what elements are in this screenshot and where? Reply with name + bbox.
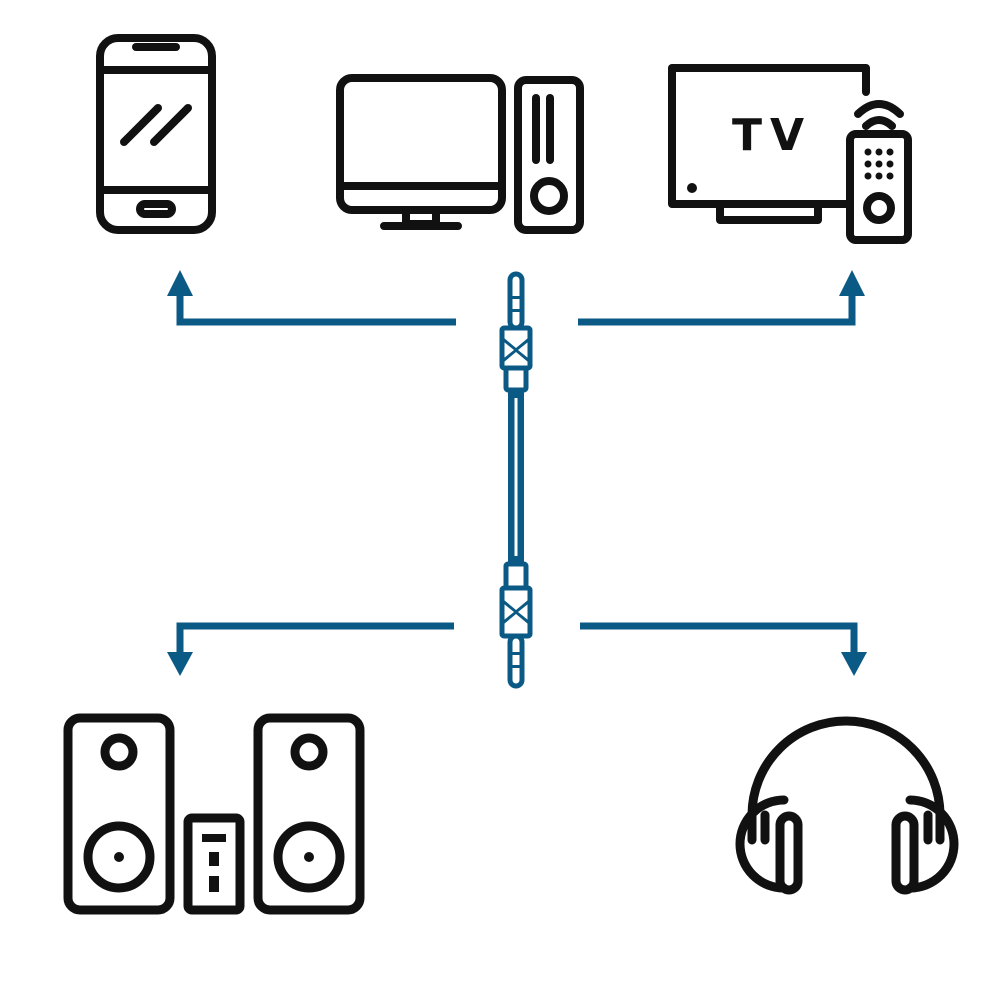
smartphone-icon xyxy=(96,34,216,234)
arrow-to-smartphone xyxy=(167,270,456,326)
tv-icon: TV xyxy=(668,64,912,244)
aux-cable-icon xyxy=(499,271,533,689)
arrow-to-headphones xyxy=(580,622,867,676)
headphones-icon xyxy=(735,716,959,895)
speaker-center-controls xyxy=(114,834,314,892)
speaker-system-icon xyxy=(63,713,365,915)
arrow-to-speakers xyxy=(167,622,454,676)
arrow-to-tv xyxy=(578,270,865,326)
desktop-computer-icon xyxy=(336,74,584,234)
tv-label: TV xyxy=(732,110,812,161)
